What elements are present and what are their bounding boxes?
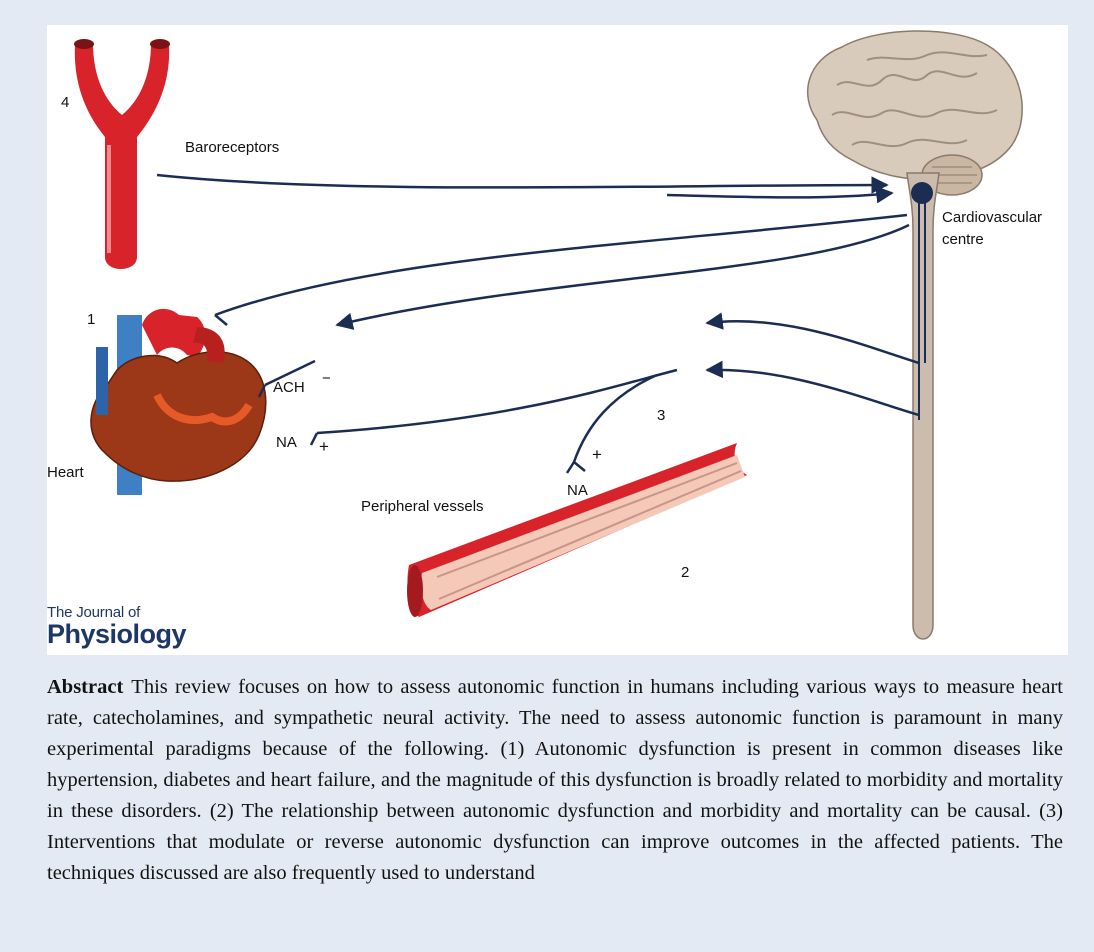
vagal-efferent-pathway — [337, 225, 909, 325]
label-minus: − — [322, 371, 331, 388]
sympathetic-heart-pathway — [317, 370, 677, 433]
sympathetic-vessel-pathway — [574, 375, 657, 462]
spinal-cord-icon — [907, 173, 939, 639]
journal-logo: The Journal of Physiology — [47, 605, 186, 648]
label-peripheral-vessels: Peripheral vessels — [361, 499, 484, 516]
peripheral-vessel-icon — [407, 443, 747, 617]
sympathetic-cord-exit-2 — [707, 370, 919, 415]
label-centre: centre — [942, 232, 984, 249]
sympathetic-cord-exit-1 — [707, 321, 919, 363]
label-ach: ACH — [273, 380, 305, 397]
figure-panel: 4 Baroreceptors 1 ACH − NA + Heart Cardi… — [47, 25, 1068, 655]
label-2: 2 — [681, 565, 689, 582]
label-heart: Heart — [47, 465, 84, 482]
label-baroreceptors: Baroreceptors — [185, 140, 279, 157]
nerve-pathways — [157, 175, 919, 473]
afferent-baroreceptor-pathway — [157, 175, 887, 188]
label-3: 3 — [657, 408, 665, 425]
abstract-heading: Abstract — [47, 676, 123, 698]
heart-icon — [91, 309, 266, 495]
label-cardiovascular: Cardiovascular — [942, 210, 1042, 227]
label-na-vessel: NA — [567, 483, 588, 500]
abstract-text: This review focuses on how to assess aut… — [47, 676, 1063, 884]
baroreceptor-artery-icon — [74, 39, 170, 269]
label-plus-vessel: + — [592, 446, 602, 465]
journal-logo-line2: Physiology — [47, 621, 186, 648]
label-plus-heart: + — [319, 438, 329, 457]
journal-logo-line1: The Journal of — [47, 605, 186, 620]
heart-afferent-pathway — [215, 215, 907, 315]
label-1: 1 — [87, 312, 95, 329]
autonomic-diagram — [47, 25, 1068, 655]
afferent-baroreceptor-return — [667, 193, 892, 197]
brain-icon — [808, 31, 1022, 195]
label-4: 4 — [61, 95, 69, 112]
label-na-heart: NA — [276, 435, 297, 452]
